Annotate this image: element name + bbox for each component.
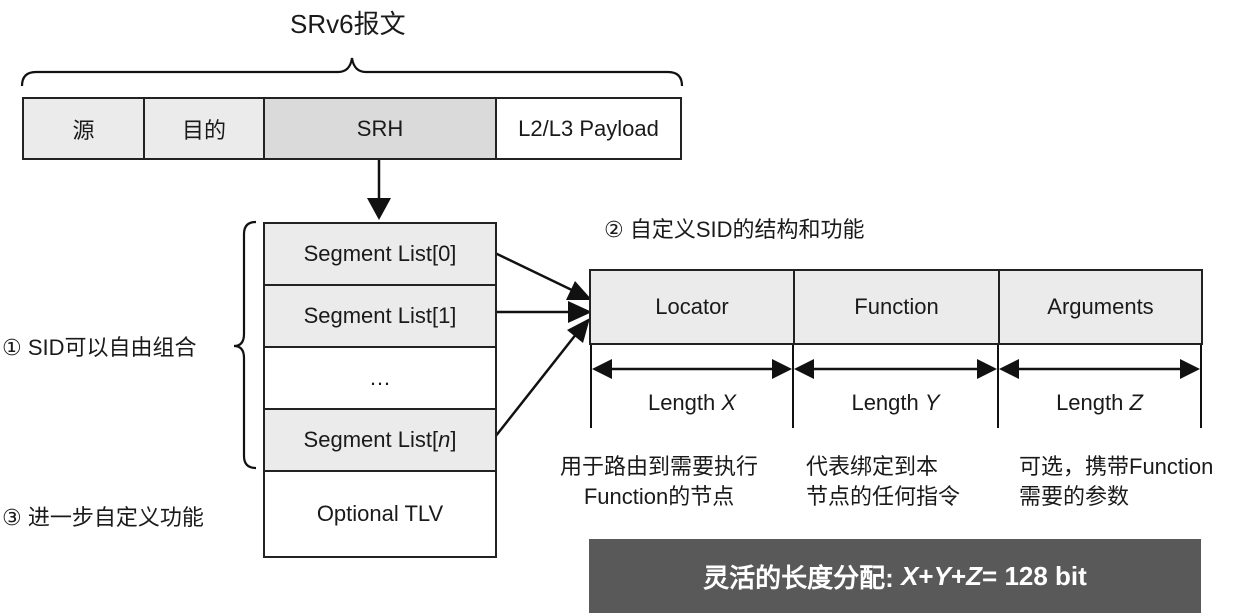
diagram-title: SRv6报文 xyxy=(290,9,406,39)
packet-field-srh: SRH xyxy=(263,97,497,160)
length-y-label: Length Y xyxy=(851,390,940,415)
note-locator: 用于路由到需要执行 Function的节点 xyxy=(560,452,758,512)
arrow-seg0 xyxy=(494,251,577,294)
summary-x: X xyxy=(901,560,919,591)
label-extend: ③ 进一步自定义功能 xyxy=(2,505,204,530)
packet-field-payload: L2/L3 Payload xyxy=(495,97,682,160)
segment-list-1: Segment List[1] xyxy=(263,284,497,348)
length-z-label: Length Z xyxy=(1056,390,1143,415)
summary-y: Y xyxy=(933,560,951,591)
packet-field-destination: 目的 xyxy=(143,97,265,160)
arrow-segn xyxy=(494,332,578,438)
note-function-line2: 节点的任何指令 xyxy=(806,484,961,509)
length-x-var: X xyxy=(721,390,737,415)
length-x-label: Length X xyxy=(647,390,737,415)
note-locator-line1: 用于路由到需要执行 xyxy=(560,454,759,479)
label-sid-define: ② 自定义SID的结构和功能 xyxy=(604,217,865,242)
segment-list-n-index: n xyxy=(438,427,451,452)
note-locator-line2: Function的节点 xyxy=(583,484,735,509)
segment-list-n-close: ] xyxy=(450,427,457,452)
note-arguments-line2: 需要的参数 xyxy=(1019,484,1130,509)
packet-field-source: 源 xyxy=(22,97,145,160)
summary-prefix: 灵活的长度分配: xyxy=(703,562,894,593)
summary-banner: 灵活的长度分配: X + Y + Z = 128 bit xyxy=(589,539,1201,613)
optional-tlv: Optional TLV xyxy=(263,470,497,558)
note-function: 代表绑定到本 节点的任何指令 xyxy=(806,452,960,512)
length-z-var: Z xyxy=(1129,390,1143,415)
segment-brace xyxy=(233,220,257,470)
segment-list-0: Segment List[0] xyxy=(263,222,497,286)
length-x-arrow xyxy=(592,359,792,379)
length-z-arrow xyxy=(999,359,1200,379)
note-function-line1: 代表绑定到本 xyxy=(806,454,939,479)
note-arguments: 可选，携带Function 需要的参数 xyxy=(1019,452,1213,512)
segment-list-ellipsis: … xyxy=(263,346,497,410)
segment-list-n-prefix: Segment List[ xyxy=(303,427,439,452)
sid-function: Function xyxy=(793,269,1000,345)
summary-suffix: = 128 bit xyxy=(982,560,1087,591)
sid-locator: Locator xyxy=(589,269,795,345)
length-y-arrow xyxy=(794,359,997,379)
packet-brace xyxy=(20,57,684,87)
length-y-var: Y xyxy=(924,390,940,415)
note-arguments-line1: 可选，携带Function xyxy=(1019,454,1214,479)
sid-arguments: Arguments xyxy=(998,269,1203,345)
label-sid-combine: ① SID可以自由组合 xyxy=(2,335,197,360)
summary-z: Z xyxy=(966,560,983,591)
segment-list-n: Segment List[n] xyxy=(263,408,497,472)
